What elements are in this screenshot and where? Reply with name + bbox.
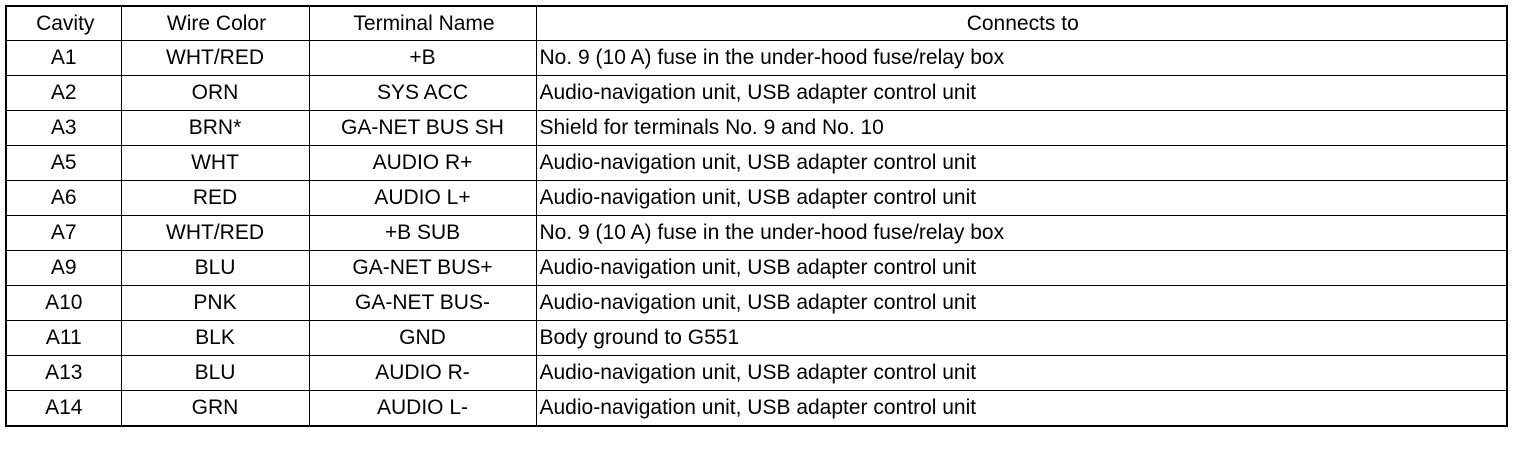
cell-cavity: A10 [5, 285, 122, 321]
cell-terminal-name: GA-NET BUS SH [308, 110, 537, 146]
cell-wire-color: ORN [120, 75, 310, 111]
cell-terminal-name: SYS ACC [308, 75, 537, 111]
cell-wire-color: PNK [120, 285, 310, 321]
cell-cavity: A13 [5, 355, 122, 391]
cell-wire-color: RED [120, 180, 310, 216]
header-connects-to: Connects to [535, 5, 1508, 41]
cell-connects-to: Audio-navigation unit, USB adapter contr… [535, 75, 1508, 111]
cell-terminal-name: AUDIO R+ [308, 145, 537, 181]
cell-cavity: A2 [5, 75, 122, 111]
header-cavity: Cavity [5, 5, 122, 41]
connector-pinout-table: Cavity Wire Color Terminal Name Connects… [5, 5, 1508, 427]
cell-cavity: A6 [5, 180, 122, 216]
cell-connects-to: Body ground to G551 [535, 320, 1508, 356]
cell-terminal-name: GA-NET BUS- [308, 285, 537, 321]
cell-connects-to: No. 9 (10 A) fuse in the under-hood fuse… [535, 40, 1508, 76]
cell-cavity: A5 [5, 145, 122, 181]
cell-terminal-name: GA-NET BUS+ [308, 250, 537, 286]
cell-terminal-name: GND [308, 320, 537, 356]
cell-cavity: A1 [5, 40, 122, 76]
cell-connects-to: No. 9 (10 A) fuse in the under-hood fuse… [535, 215, 1508, 251]
cell-connects-to: Audio-navigation unit, USB adapter contr… [535, 250, 1508, 286]
cell-terminal-name: AUDIO L- [308, 390, 537, 427]
cell-terminal-name: AUDIO R- [308, 355, 537, 391]
cell-wire-color: GRN [120, 390, 310, 427]
cell-cavity: A9 [5, 250, 122, 286]
cell-cavity: A3 [5, 110, 122, 146]
cell-cavity: A7 [5, 215, 122, 251]
header-terminal-name: Terminal Name [308, 5, 537, 41]
cell-connects-to: Audio-navigation unit, USB adapter contr… [535, 390, 1508, 427]
cell-connects-to: Audio-navigation unit, USB adapter contr… [535, 145, 1508, 181]
cell-connects-to: Audio-navigation unit, USB adapter contr… [535, 285, 1508, 321]
cell-wire-color: BLK [120, 320, 310, 356]
header-wire-color: Wire Color [120, 5, 310, 41]
cell-terminal-name: +B SUB [308, 215, 537, 251]
cell-terminal-name: +B [308, 40, 537, 76]
cell-connects-to: Shield for terminals No. 9 and No. 10 [535, 110, 1508, 146]
cell-wire-color: BLU [120, 355, 310, 391]
cell-cavity: A14 [5, 390, 122, 427]
cell-wire-color: BRN* [120, 110, 310, 146]
cell-wire-color: BLU [120, 250, 310, 286]
cell-wire-color: WHT/RED [120, 40, 310, 76]
header-row: Cavity Wire Color Terminal Name Connects… [5, 5, 1508, 41]
cell-cavity: A11 [5, 320, 122, 356]
cell-connects-to: Audio-navigation unit, USB adapter contr… [535, 355, 1508, 391]
cell-wire-color: WHT/RED [120, 215, 310, 251]
cell-wire-color: WHT [120, 145, 310, 181]
cell-terminal-name: AUDIO L+ [308, 180, 537, 216]
table-header: Cavity Wire Color Terminal Name Connects… [5, 5, 1508, 41]
cell-connects-to: Audio-navigation unit, USB adapter contr… [535, 180, 1508, 216]
